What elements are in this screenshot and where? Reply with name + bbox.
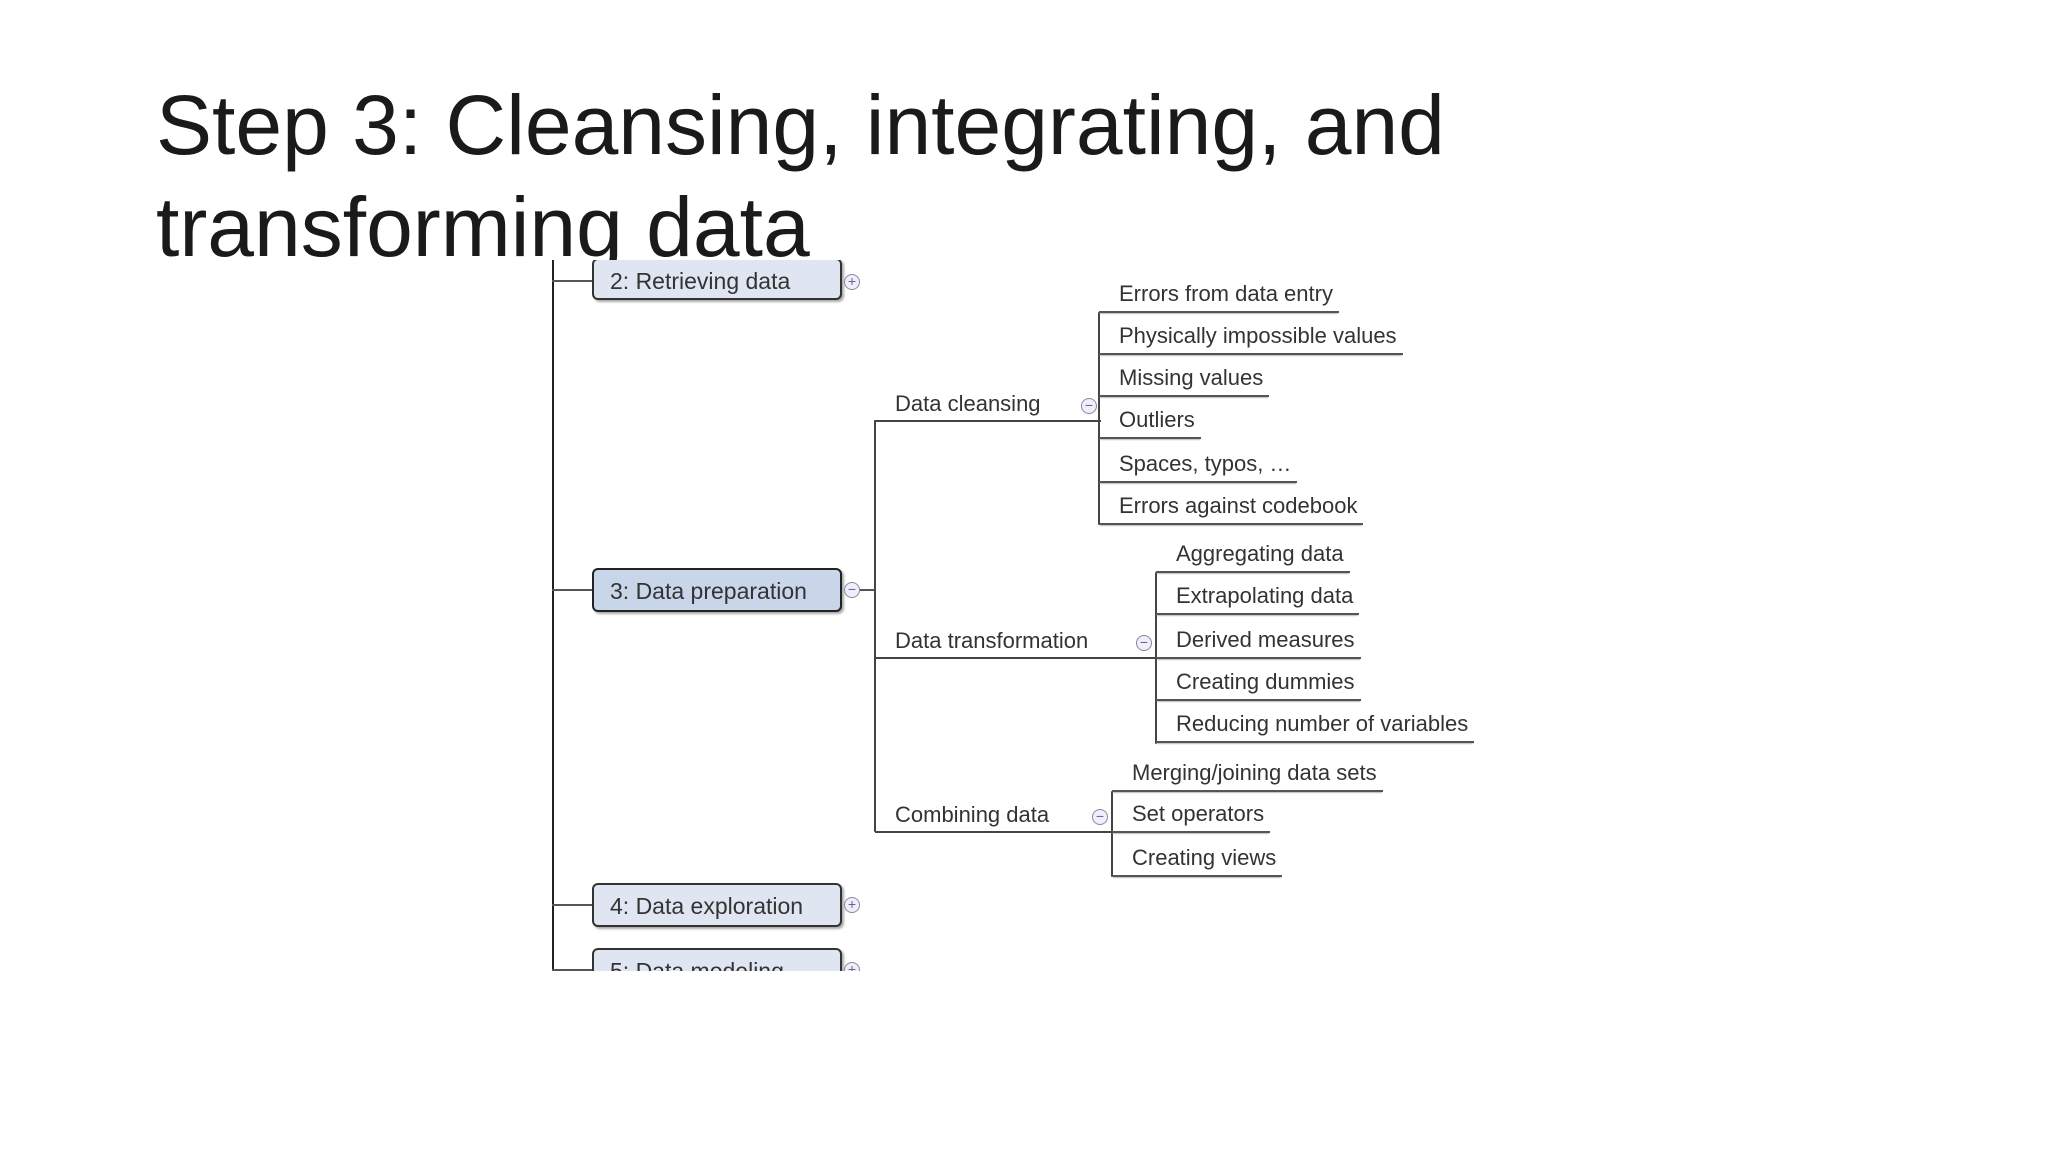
- connector: [552, 969, 592, 971]
- leaf-item[interactable]: Extrapolating data: [1156, 579, 1360, 615]
- node-data-preparation[interactable]: 3: Data preparation: [592, 568, 842, 612]
- leaf-item[interactable]: Outliers: [1099, 403, 1201, 439]
- leaf-item[interactable]: Errors from data entry: [1099, 277, 1339, 313]
- expand-icon[interactable]: +: [844, 962, 860, 971]
- leaf-item[interactable]: Creating views: [1112, 841, 1283, 877]
- branch-data-cleansing[interactable]: Data cleansing: [875, 386, 1101, 422]
- collapse-icon[interactable]: −: [1136, 635, 1152, 651]
- trunk-line: [552, 260, 554, 971]
- connector: [552, 280, 592, 282]
- leaf-item[interactable]: Physically impossible values: [1099, 319, 1403, 355]
- bracket-line: [1111, 791, 1113, 877]
- branch-combining-data[interactable]: Combining data: [875, 797, 1114, 833]
- leaf-item[interactable]: Set operators: [1112, 797, 1271, 833]
- bracket-line: [1098, 312, 1100, 525]
- leaf-item[interactable]: Spaces, typos, …: [1099, 447, 1298, 483]
- branch-data-transformation[interactable]: Data transformation: [875, 623, 1158, 659]
- leaf-item[interactable]: Merging/joining data sets: [1112, 756, 1383, 792]
- slide-title: Step 3: Cleansing, integrating, and tran…: [156, 78, 1445, 274]
- leaf-item[interactable]: Creating dummies: [1156, 665, 1361, 701]
- node-data-exploration[interactable]: 4: Data exploration: [592, 883, 842, 927]
- branch-line: [874, 420, 876, 832]
- collapse-icon[interactable]: −: [844, 582, 860, 598]
- connector: [552, 904, 592, 906]
- connector: [552, 589, 592, 591]
- leaf-item[interactable]: Aggregating data: [1156, 537, 1350, 573]
- collapse-icon[interactable]: −: [1092, 809, 1108, 825]
- node-retrieving-data[interactable]: 2: Retrieving data: [592, 260, 842, 300]
- leaf-item[interactable]: Derived measures: [1156, 623, 1361, 659]
- leaf-item[interactable]: Errors against codebook: [1099, 489, 1364, 525]
- connector: [860, 589, 876, 591]
- expand-icon[interactable]: +: [844, 274, 860, 290]
- expand-icon[interactable]: +: [844, 897, 860, 913]
- leaf-item[interactable]: Reducing number of variables: [1156, 707, 1475, 743]
- leaf-item[interactable]: Missing values: [1099, 361, 1270, 397]
- mind-map-diagram: 2: Retrieving data + 3: Data preparation…: [552, 260, 1532, 971]
- collapse-icon[interactable]: −: [1081, 398, 1097, 414]
- node-data-modeling[interactable]: 5: Data modeling: [592, 948, 842, 971]
